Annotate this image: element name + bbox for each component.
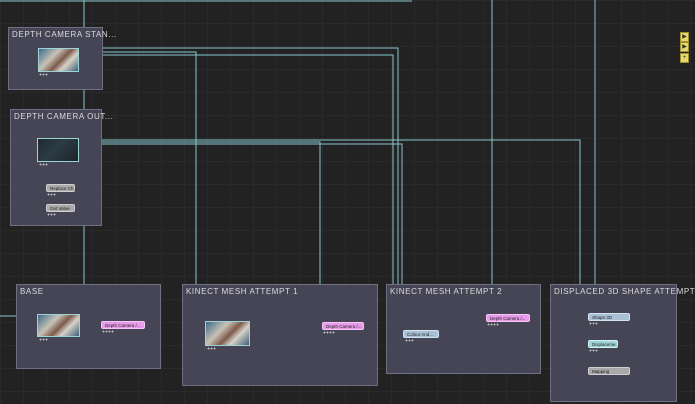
node-ports[interactable] [102,330,114,333]
shape-3d-node[interactable]: Shape 3D [588,313,630,321]
replace-channel-node[interactable]: Replace Ch... [46,184,77,192]
depth-preview-thumbnail[interactable] [37,138,79,162]
output-ports[interactable] [39,338,48,341]
node-ports[interactable] [487,323,499,326]
depth-camera-node[interactable]: Depth Camera /... [486,314,530,322]
play-arrow-icon[interactable]: ▶ [680,32,689,42]
group-title: DEPTH CAMERA OUT... [14,112,114,121]
get-value-node[interactable]: Get Value [46,204,75,212]
group-title: DISPLACED 3D SHAPE ATTEMPT [554,287,695,296]
group-title: DEPTH CAMERA STAN... [12,30,117,39]
node-ports[interactable] [405,339,414,342]
group-depth-camera-standard[interactable]: DEPTH CAMERA STAN... [8,27,116,90]
group-displaced-3d-shape-attempt[interactable]: DISPLACED 3D SHAPE ATTEMPT Shape 3D Disp… [550,284,695,402]
node-ports[interactable] [47,193,56,196]
node-ports[interactable] [47,213,56,216]
displacement-node[interactable]: Displaceme... [588,340,619,348]
node-ports[interactable] [323,331,335,334]
node-ports[interactable] [589,349,598,352]
wire [594,0,601,331]
depth-camera-node[interactable]: Depth Camera /... [322,322,364,330]
mapping-node[interactable]: Mapping [588,367,630,375]
camera-preview-thumbnail[interactable] [205,321,250,346]
output-ports[interactable] [207,347,216,350]
play-arrow-icon[interactable]: ▶ [680,42,689,52]
node-ports[interactable] [589,322,598,325]
output-ports[interactable] [39,73,48,76]
group-title: KINECT MESH ATTEMPT 1 [186,287,299,296]
group-kinect-mesh-attempt-2[interactable]: KINECT MESH ATTEMPT 2 Depth Camera /... … [386,284,541,374]
colour-and-node[interactable]: Colour And... [403,330,439,338]
camera-preview-thumbnail[interactable] [37,314,80,337]
wire [78,143,403,340]
camera-preview-thumbnail[interactable] [38,48,79,72]
group-title: BASE [20,287,44,296]
group-base[interactable]: BASE Depth Camera /... [16,284,161,369]
output-ports[interactable] [39,163,48,166]
group-depth-camera-output[interactable]: DEPTH CAMERA OUT... Replace Ch... Get Va… [10,109,113,226]
depth-camera-node[interactable]: Depth Camera /... [101,321,145,329]
plus-icon[interactable]: + [680,53,689,63]
group-title: KINECT MESH ATTEMPT 2 [390,287,503,296]
group-kinect-mesh-attempt-1[interactable]: KINECT MESH ATTEMPT 1 Depth Camera /... [182,284,378,386]
wire [78,54,394,340]
